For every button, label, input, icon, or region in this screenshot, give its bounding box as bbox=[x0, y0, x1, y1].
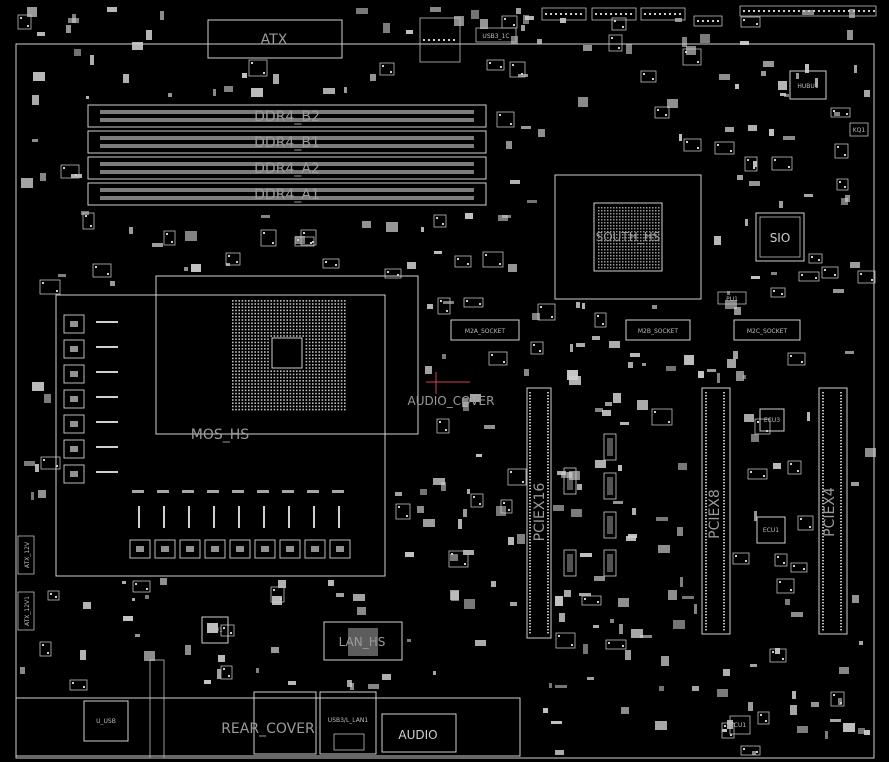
m2a-socket: M2A_SOCKET bbox=[450, 319, 520, 341]
vrm-chokes bbox=[63, 314, 351, 559]
pciex16-label: PCIEX16 bbox=[532, 483, 548, 542]
m2c-label: M2C_SOCKET bbox=[747, 328, 788, 335]
hubu1-label: HUBU1 bbox=[797, 83, 818, 90]
ddr4-slot-a2: DDR4_A2 bbox=[87, 156, 487, 180]
m2b-socket: M2B_SOCKET bbox=[625, 319, 691, 341]
south-hs-label: SOUTH_HS bbox=[596, 230, 661, 244]
m2c-socket: M2C_SOCKET bbox=[733, 319, 801, 341]
sio-label: SIO bbox=[770, 231, 791, 245]
atx-12v-label: ATX_12V bbox=[24, 541, 31, 568]
ecu3-chip: ECU3 bbox=[759, 408, 785, 432]
pciex16-slot: PCIEX16 bbox=[526, 387, 552, 639]
cpu-socket-area: MOS_HS bbox=[55, 275, 419, 577]
ddr4-slot-b2: DDR4_B2 bbox=[87, 104, 487, 128]
lcu1-chip: LCU1 bbox=[201, 616, 229, 644]
pciex8-label: PCIEX8 bbox=[707, 489, 723, 539]
usb3-1c-label: USB3_1C bbox=[482, 33, 509, 40]
audio-cover: AUDIO_COVER bbox=[408, 372, 495, 408]
usb3-1c-header: USB3_1C bbox=[475, 27, 517, 43]
lan-hs-label: LAN_HS bbox=[339, 635, 386, 649]
pciex4-label: PCIEX4 bbox=[822, 487, 838, 537]
atx-12v1-connector: ATX_12V1 bbox=[17, 591, 35, 631]
cu1-chip: CU1 bbox=[729, 715, 751, 735]
rear-io-area: U_USB REAR_COVER USB3/L_LAN1 AUDIO bbox=[15, 659, 521, 759]
ddr4-a2-label: DDR4_A2 bbox=[254, 161, 320, 177]
usb-lan-label: USB3/L_LAN1 bbox=[328, 717, 369, 724]
atx-12v-connector: ATX_12V bbox=[17, 535, 35, 575]
ddr4-slot-b1: DDR4_B1 bbox=[87, 130, 487, 154]
south-heatsink: SOUTH_HS bbox=[554, 174, 702, 300]
ddr4-a1-label: DDR4_A1 bbox=[254, 187, 320, 203]
atx-12v1-label: ATX_12V1 bbox=[24, 596, 31, 626]
ecu1-chip: ECU1 bbox=[756, 516, 786, 544]
lcu1-label: LCU1 bbox=[207, 627, 223, 634]
m2b-label: M2B_SOCKET bbox=[638, 328, 679, 335]
mos-hs-label: MOS_HS bbox=[191, 427, 250, 443]
component-footprints bbox=[17, 5, 877, 756]
ddr4-b1-label: DDR4_B1 bbox=[254, 135, 320, 151]
audio-label: AUDIO bbox=[398, 728, 437, 742]
m2a-label: M2A_SOCKET bbox=[465, 328, 506, 335]
u-usb-label: U_USB bbox=[96, 718, 116, 725]
cpu-socket-pins bbox=[232, 300, 346, 411]
ecu3-label: ECU3 bbox=[764, 417, 780, 424]
pu1-part: PU1 bbox=[717, 291, 747, 305]
ecu1-label: ECU1 bbox=[763, 527, 779, 534]
ddr4-slot-a1: DDR4_A1 bbox=[87, 182, 487, 206]
atx-connector: ATX bbox=[207, 19, 343, 59]
audio-cover-label: AUDIO_COVER bbox=[408, 394, 495, 408]
pciex8-slot: PCIEX8 bbox=[701, 387, 731, 635]
ddr4-b2-label: DDR4_B2 bbox=[254, 109, 320, 125]
pu1-label: PU1 bbox=[726, 296, 738, 303]
sio-chip: SIO bbox=[755, 212, 805, 262]
board-outline bbox=[15, 43, 875, 759]
rear-cover-label: REAR_COVER bbox=[221, 721, 315, 737]
lan-heatsink: LAN_HS bbox=[323, 621, 403, 661]
atx-label: ATX bbox=[261, 32, 288, 48]
kq1-label: KQ1 bbox=[853, 127, 866, 134]
sata-connectors bbox=[563, 433, 617, 577]
cu1-label: CU1 bbox=[734, 722, 747, 729]
hub-chip: HUBU1 bbox=[789, 70, 827, 100]
kq1-part: KQ1 bbox=[849, 122, 869, 137]
pciex4-slot: PCIEX4 bbox=[818, 387, 848, 635]
